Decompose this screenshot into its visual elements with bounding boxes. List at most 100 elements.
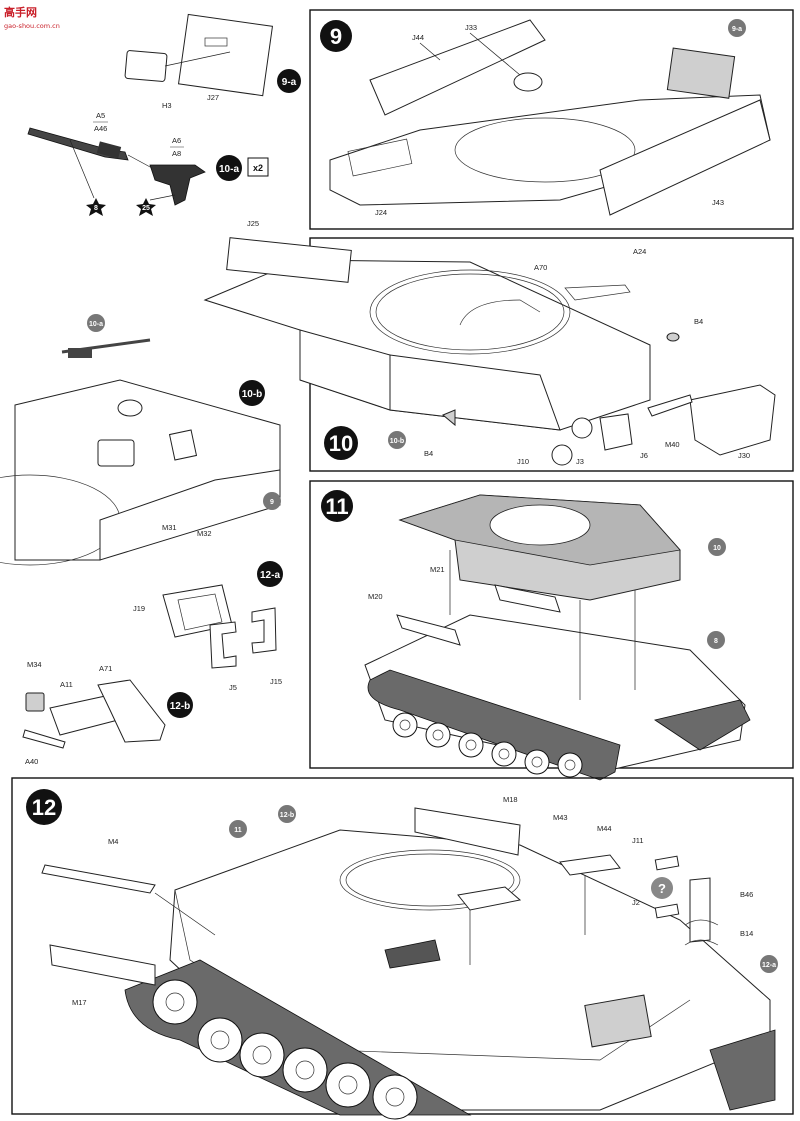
subassembly-10-a-badge: 10-a — [216, 155, 242, 181]
part-label: B46 — [740, 890, 753, 899]
svg-text:10-b: 10-b — [242, 389, 263, 400]
step-12-rear-fender — [414, 807, 521, 856]
step-10-hatch-disk — [571, 417, 593, 439]
question-icon: ? — [651, 877, 673, 899]
svg-text:8: 8 — [94, 205, 98, 212]
step-12-badge: 12 — [26, 789, 62, 825]
part-label: J25 — [247, 219, 259, 228]
part-label: J33 — [465, 23, 477, 32]
step-12-fender-left — [41, 864, 156, 894]
part-label: J2 — [632, 898, 640, 907]
part-label: J5 — [229, 683, 237, 692]
svg-text:9-a: 9-a — [282, 77, 297, 88]
subassembly-10-a: A5 A46 A6 A8 8 25 10-a x2 — [27, 111, 269, 216]
step-10-hull — [203, 237, 776, 466]
subassembly-12-b-rod — [22, 729, 66, 749]
step-12-small-plate — [654, 903, 680, 919]
step-11-fender-right — [494, 584, 561, 613]
multiplier-box: x2 — [247, 157, 269, 177]
step-9-rear-plate — [666, 47, 736, 99]
step-10-hook — [442, 409, 456, 427]
part-label: A46 — [94, 124, 107, 133]
subassembly-10-a-ref: 10-a — [87, 314, 105, 332]
step-10-sub-ref: 10-b — [388, 431, 406, 449]
part-label: J24 — [375, 208, 387, 217]
step-9-ref: 9 — [263, 492, 281, 510]
step-11-labels: M21 M20 — [368, 550, 636, 700]
part-label: M18 — [503, 795, 518, 804]
subassembly-12-a-bracket — [251, 607, 277, 654]
step-9-hatch-ring — [513, 72, 543, 92]
part-label: M44 — [597, 824, 612, 833]
step-10-hook — [666, 332, 680, 342]
part-label: J10 — [517, 457, 529, 466]
part-label: A11 — [60, 680, 73, 689]
subassembly-12-b-bracket — [97, 679, 166, 743]
svg-text:10: 10 — [329, 431, 353, 456]
subassembly-12-b: M34 A11 A71 A40 12-b — [22, 660, 193, 766]
part-label: J6 — [640, 451, 648, 460]
part-label: M34 — [27, 660, 42, 669]
part-label: J30 — [738, 451, 750, 460]
svg-text:12-b: 12-b — [170, 701, 191, 712]
subassembly-10-b-block — [97, 439, 135, 467]
part-label: J3 — [576, 457, 584, 466]
svg-text:12: 12 — [32, 795, 56, 820]
step-10-exhaust — [647, 394, 693, 417]
part-label: M31 — [162, 523, 177, 532]
part-label: J43 — [712, 198, 724, 207]
step-11-badge: 11 — [321, 490, 353, 522]
step-9-frame — [309, 9, 794, 230]
step-9-sub-ref: 9-a — [728, 19, 746, 37]
subassembly-12-a-badge: 12-a — [257, 561, 283, 587]
svg-text:11: 11 — [325, 494, 348, 519]
subassembly-10-b-block — [168, 429, 198, 461]
step-11-frame — [309, 480, 794, 769]
step-11-ref-8: 8 — [707, 631, 725, 649]
step-12-turret-plate — [457, 886, 522, 911]
part-label: J27 — [207, 93, 219, 102]
step-12-hatch-plate — [559, 854, 621, 876]
part-label: J15 — [270, 677, 282, 686]
step-11-superstructure — [398, 494, 681, 601]
step-12-ref-11: 11 — [229, 820, 247, 838]
step-10-labels: J25 A70 A24 B4 B4 M40 J30 J10 J3 J6 — [247, 219, 750, 466]
step-9-hull-floor — [329, 19, 771, 216]
gun-mount — [149, 164, 206, 206]
step-12-stowage — [384, 939, 441, 969]
part-label: H3 — [162, 101, 172, 110]
step-9-side-wall-left — [369, 19, 546, 116]
part-label: A70 — [534, 263, 547, 272]
step-12-bracket — [689, 877, 711, 943]
part-label: J19 — [133, 604, 145, 613]
part-label: A6 — [172, 136, 181, 145]
subassembly-12-b-badge: 12-b — [167, 692, 193, 718]
svg-text:10: 10 — [713, 545, 721, 552]
step-9-badge: 9 — [320, 20, 352, 52]
step-11-hull-tracks — [364, 584, 751, 781]
part-label: B4 — [424, 449, 433, 458]
part-label: M20 — [368, 592, 383, 601]
step-10-rear-plate — [689, 384, 776, 456]
step-10-hatch-disk — [551, 444, 573, 466]
svg-text:12-b: 12-b — [280, 812, 294, 819]
svg-text:9: 9 — [270, 499, 274, 506]
part-label: M43 — [553, 813, 568, 822]
step-10-armor-plate — [599, 413, 633, 451]
step-10-engine-deck — [226, 237, 352, 283]
part-label: M17 — [72, 998, 87, 1007]
part-label: J11 — [632, 836, 644, 845]
subassembly-12-b-hatch — [25, 692, 45, 712]
part-label: J44 — [412, 33, 424, 42]
svg-text:x2: x2 — [253, 163, 263, 173]
subassembly-10-b-ring — [117, 399, 143, 417]
svg-text:12-a: 12-a — [762, 962, 776, 969]
svg-text:10-a: 10-a — [89, 321, 103, 328]
svg-text:10-b: 10-b — [390, 438, 404, 445]
part-label: A5 — [96, 111, 105, 120]
part-label: M32 — [197, 529, 212, 538]
paint-star-icon: 8 — [86, 198, 106, 216]
svg-text:10-a: 10-a — [219, 164, 239, 175]
step-12-hull — [124, 829, 776, 1120]
